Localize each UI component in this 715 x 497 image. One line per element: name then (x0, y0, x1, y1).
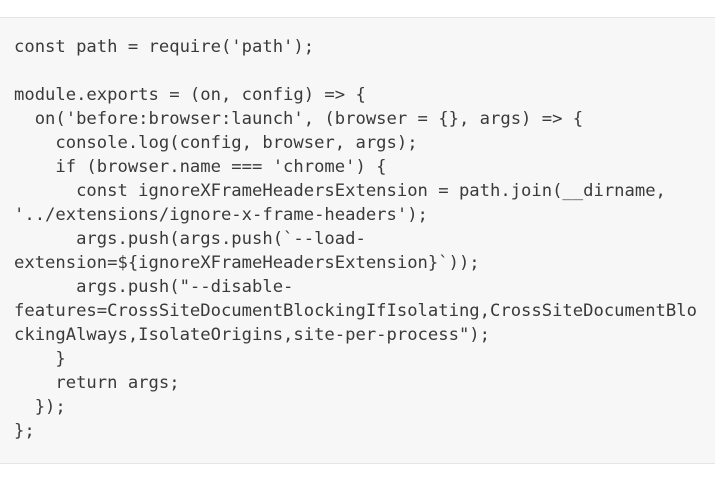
code-text: const path = require('path'); module.exp… (14, 37, 697, 441)
documentation-page: const path = require('path'); module.exp… (0, 17, 715, 497)
code-block: const path = require('path'); module.exp… (0, 17, 715, 464)
